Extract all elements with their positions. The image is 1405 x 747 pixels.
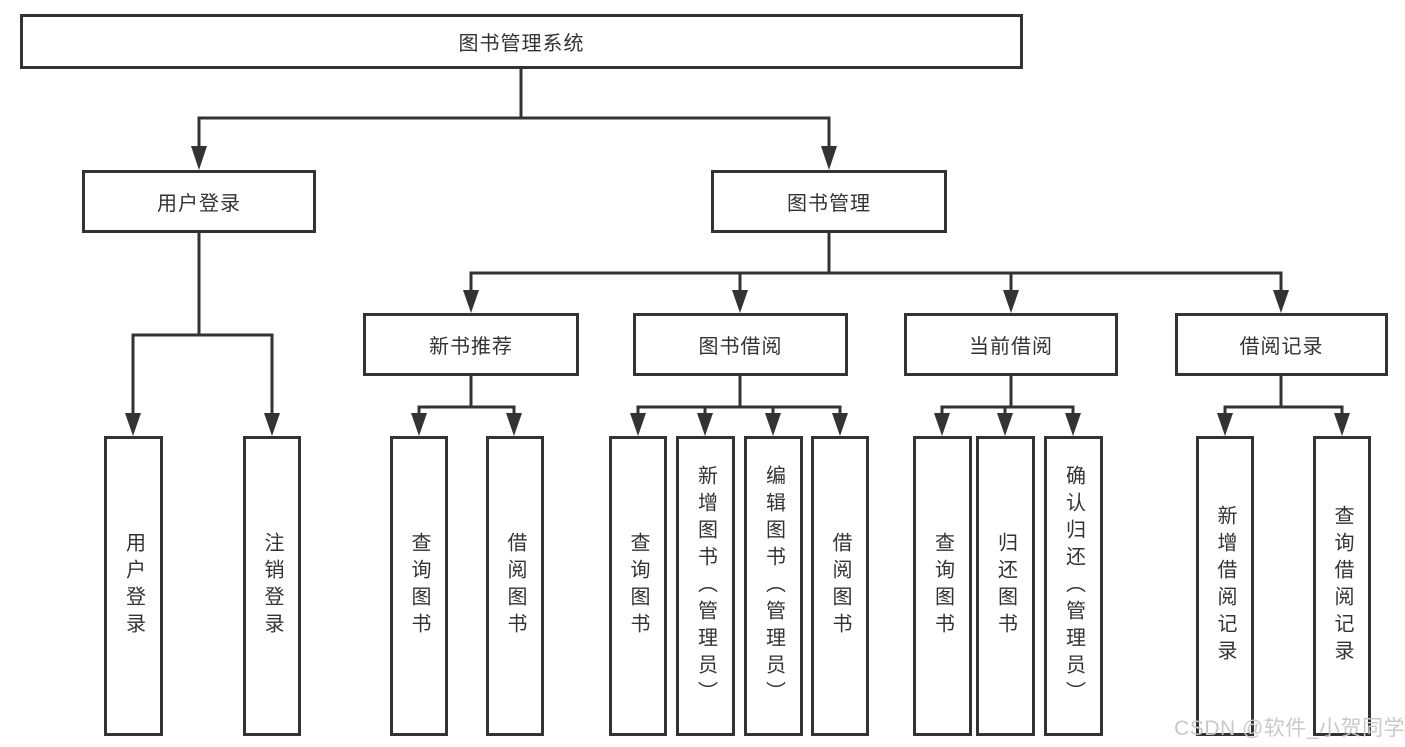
leaf-borrow-books-recommend: 借阅图书	[486, 436, 544, 736]
leaf-edit-book-admin: 编辑图书（管理员）	[744, 436, 803, 736]
node-book-borrowing: 图书借阅	[633, 313, 848, 376]
leaf-label: 查询借阅记录	[1331, 505, 1353, 667]
leaf-query-books-recommend: 查询图书	[390, 436, 448, 736]
leaf-label: 用户登录	[122, 532, 145, 640]
leaf-label: 编辑图书（管理员）	[762, 464, 785, 708]
node-borrowing-records: 借阅记录	[1175, 313, 1388, 376]
leaf-query-borrow-record: 查询借阅记录	[1313, 436, 1371, 736]
leaf-label: 注销登录	[261, 532, 283, 640]
leaf-add-borrow-record: 新增借阅记录	[1196, 436, 1254, 736]
leaf-label: 查询图书	[627, 532, 649, 640]
leaf-user-login: 用户登录	[104, 436, 163, 736]
node-library-management-system: 图书管理系统	[20, 14, 1023, 69]
leaf-label: 新增图书（管理员）	[694, 464, 717, 708]
connector-root-to-level2	[197, 67, 831, 150]
leaf-label: 归还图书	[994, 532, 1017, 640]
node-current-borrowing: 当前借阅	[904, 313, 1118, 376]
leaf-label: 借阅图书	[829, 532, 851, 640]
leaf-query-books-current: 查询图书	[913, 436, 972, 736]
connector-records-to-leaves	[1223, 374, 1344, 416]
leaf-label: 确认归还（管理员）	[1062, 464, 1085, 708]
leaf-label: 查询图书	[408, 532, 430, 640]
connector-book-management-to-level3	[469, 231, 1283, 293]
leaf-logout-login: 注销登录	[243, 436, 301, 736]
leaf-label: 查询图书	[931, 532, 954, 640]
leaf-query-books-borrowing: 查询图书	[609, 436, 667, 736]
csdn-watermark: CSDN @软件_小贺同学	[1174, 717, 1405, 740]
node-book-management: 图书管理	[711, 170, 947, 233]
leaf-borrow-books: 借阅图书	[811, 436, 869, 736]
leaf-label: 借阅图书	[504, 532, 526, 640]
connector-current-to-leaves	[940, 374, 1075, 416]
leaf-add-book-admin: 新增图书（管理员）	[676, 436, 735, 736]
connector-borrowing-to-leaves	[636, 374, 842, 416]
leaf-label: 新增借阅记录	[1214, 505, 1236, 667]
node-user-login: 用户登录	[82, 170, 316, 233]
leaf-confirm-return-admin: 确认归还（管理员）	[1044, 436, 1103, 736]
connector-user-login-to-leaves	[131, 231, 274, 416]
connector-new-book-to-leaves	[417, 374, 516, 416]
node-new-book-recommendation: 新书推荐	[363, 313, 579, 376]
leaf-return-books: 归还图书	[976, 436, 1035, 736]
